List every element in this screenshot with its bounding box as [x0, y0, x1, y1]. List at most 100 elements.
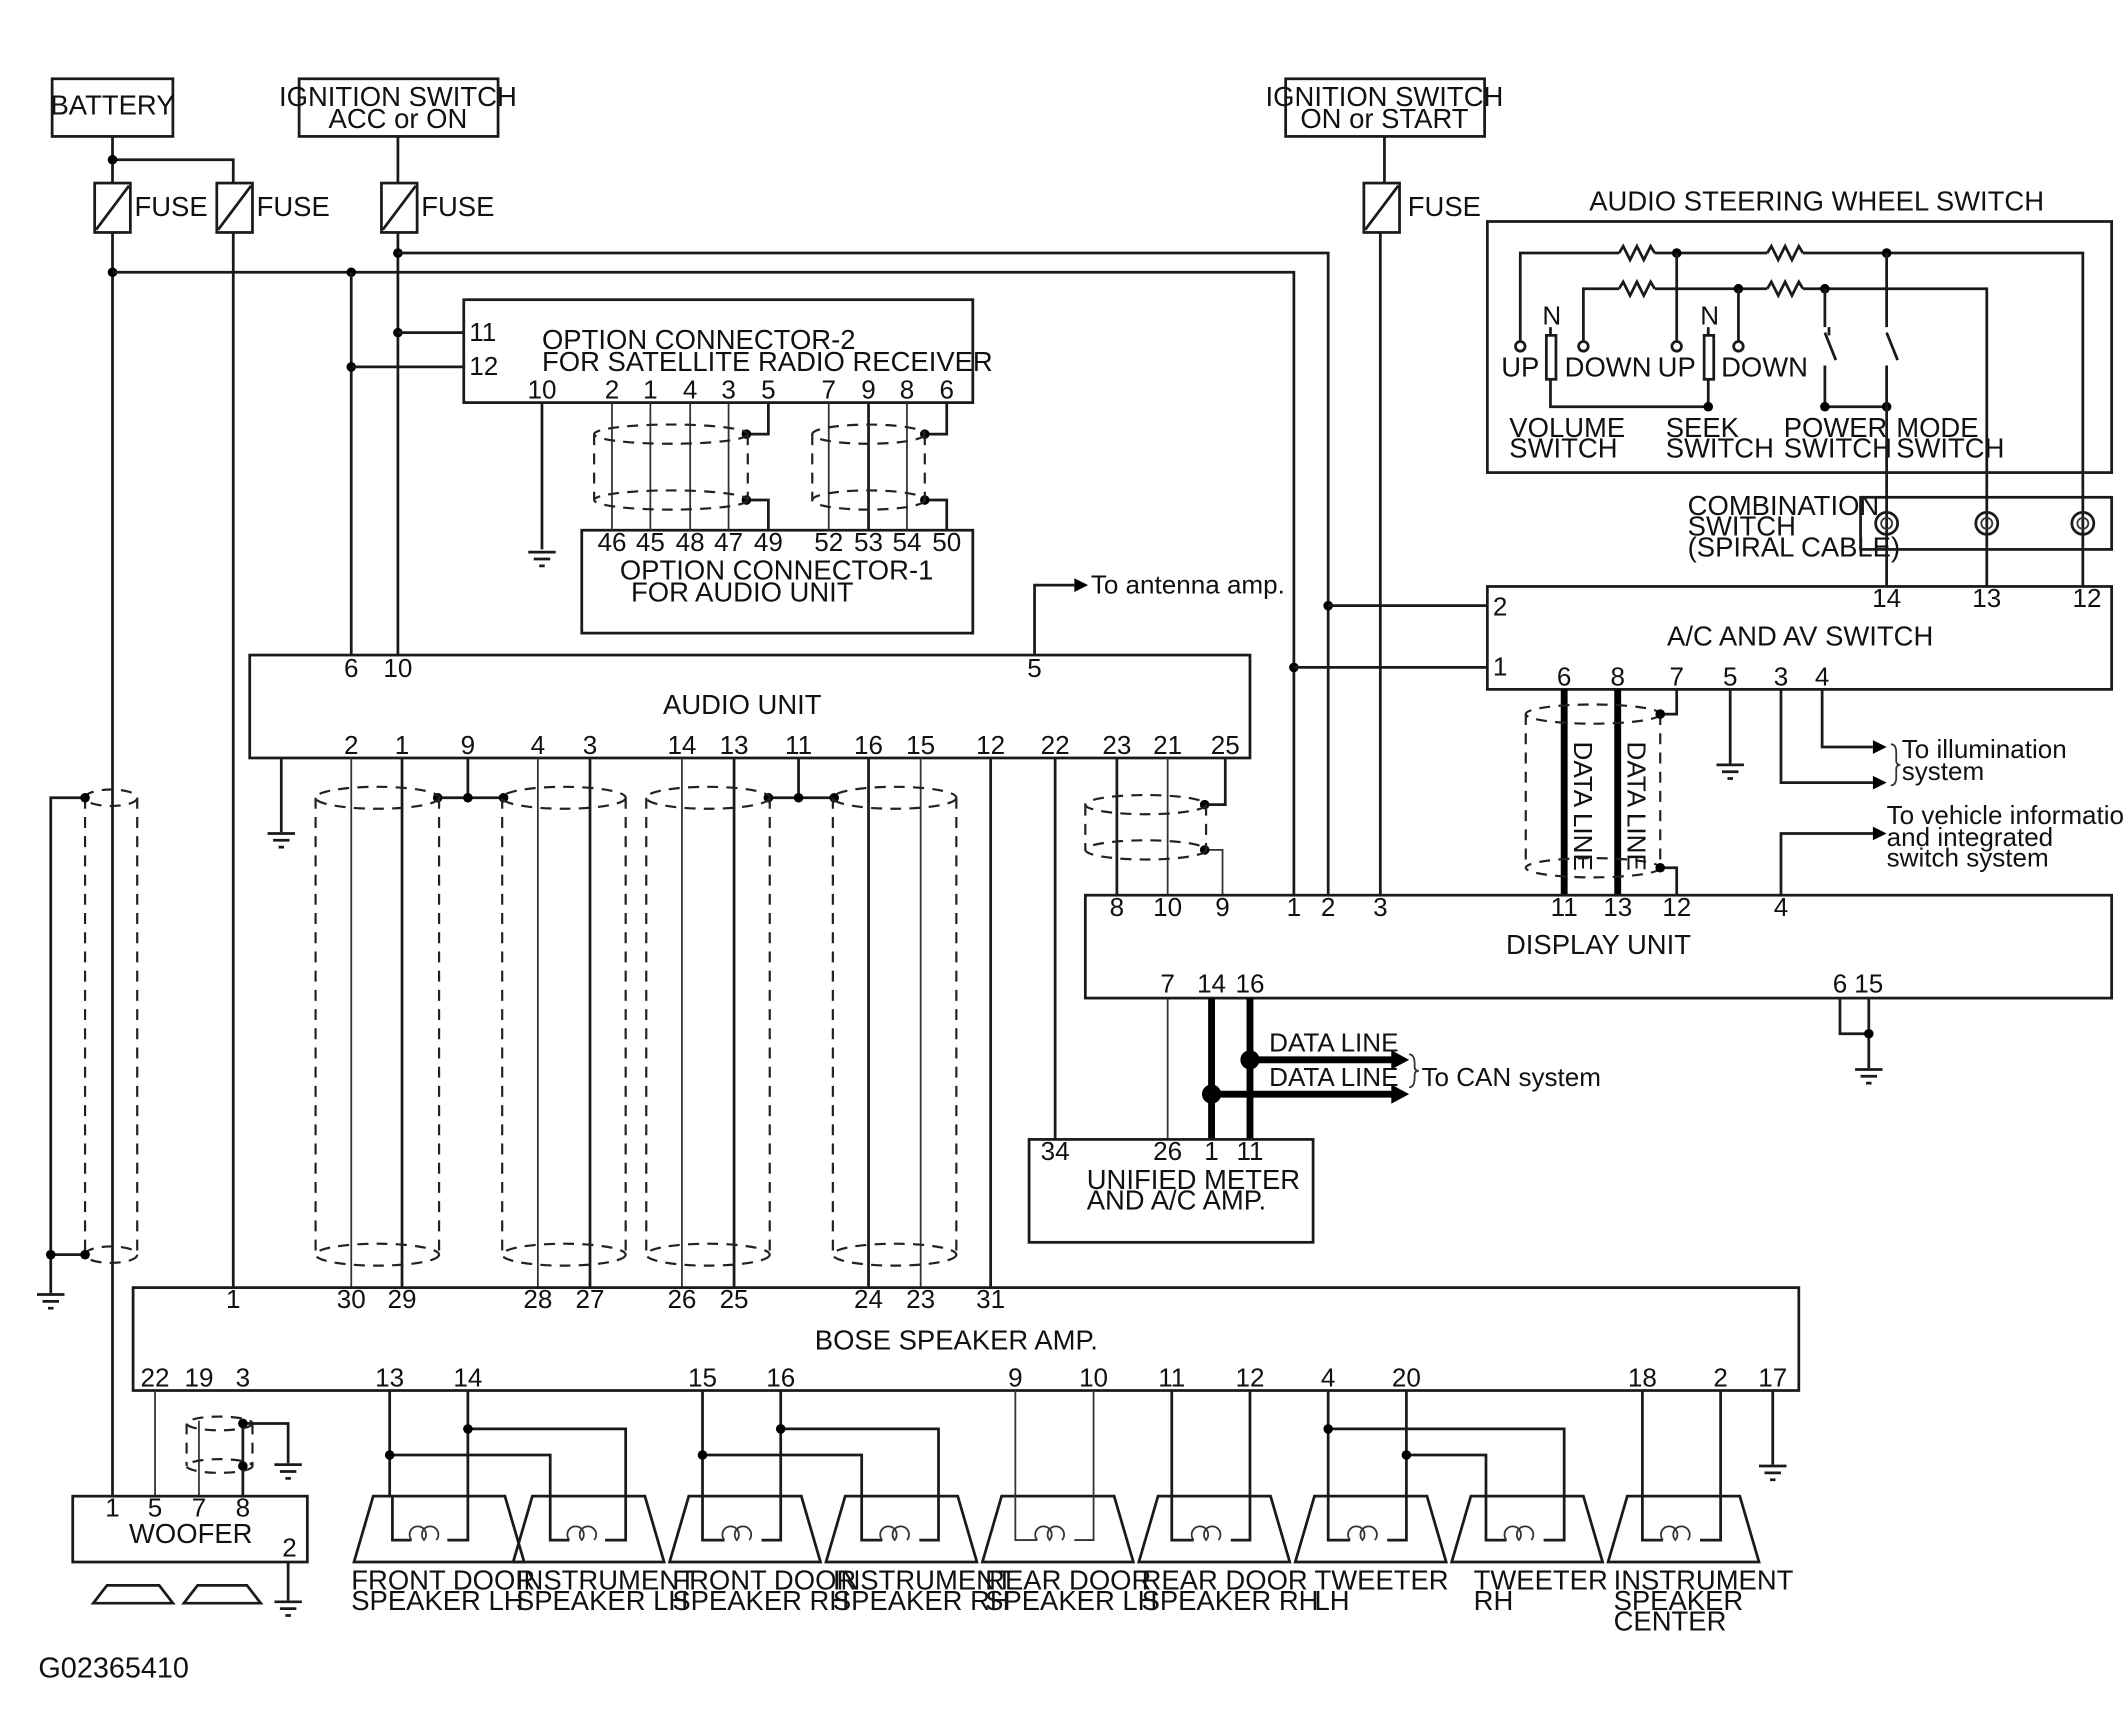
acav-pin-6: 6 [1557, 661, 1572, 691]
can-data-line-2: DATA LINE [1269, 1062, 1398, 1092]
du-pin-4: 4 [1774, 892, 1789, 922]
au-pin-10: 10 [383, 653, 412, 683]
oc1-pin-48: 48 [676, 527, 705, 557]
amp-pin-10: 10 [1079, 1362, 1108, 1392]
combination-switch-label-2: SWITCH [1688, 511, 1796, 542]
speaker-rear-door-rh-line2: SPEAKER RH [1142, 1585, 1319, 1616]
audio-to-amp-wires [37, 757, 1227, 1310]
speaker-front-door-lh-line2: SPEAKER LH [351, 1585, 523, 1616]
illumination-note-2: system [1902, 756, 1984, 786]
volume-down: DOWN [1565, 352, 1652, 383]
oc1-pin-54: 54 [892, 527, 921, 557]
speaker-tweeter-rh-line2: RH [1474, 1585, 1514, 1616]
amp-pin-25: 25 [720, 1284, 749, 1314]
au-pin-4: 4 [531, 730, 546, 760]
oc2-pin-11: 11 [469, 317, 496, 347]
du-pin-8: 8 [1110, 892, 1125, 922]
amp-pin-19: 19 [184, 1362, 213, 1392]
mode-switch-label-1: MODE [1896, 412, 1978, 443]
acav-pin-13: 13 [1972, 583, 2001, 613]
shield-audio-2 [501, 785, 627, 1267]
vehicle-info-note-3: switch system [1887, 842, 2049, 872]
speaker-instrument-lh-line1: INSTRUMENT [516, 1564, 696, 1595]
seek-down: DOWN [1721, 352, 1808, 383]
seek-switch-label-1: SEEK [1666, 412, 1739, 443]
display-unit: DISPLAY UNIT 8 10 9 1 2 3 11 13 12 4 7 1… [1083, 892, 2114, 1085]
du-pin-13: 13 [1603, 892, 1632, 922]
woofer-pin-2: 2 [282, 1533, 297, 1563]
au-pin-23: 23 [1102, 730, 1131, 760]
shield-audio-3 [645, 785, 771, 1267]
amp-pin-22: 22 [141, 1362, 170, 1392]
option-connector-1-label-1: OPTION CONNECTOR-1 [620, 555, 934, 586]
can-unified-meter: DATA LINE DATA LINE To CAN system 34 26 … [1027, 998, 1601, 1244]
amp-pin-16: 16 [766, 1362, 795, 1392]
acav-pin-8: 8 [1610, 661, 1624, 691]
can-data-line-1: DATA LINE [1269, 1028, 1398, 1058]
amp-pin-1: 1 [226, 1284, 241, 1314]
oc2-pin-4: 4 [683, 374, 698, 404]
du-pin-9: 9 [1215, 892, 1230, 922]
oc1-pin-52: 52 [814, 527, 843, 557]
acav-pin-12: 12 [2072, 583, 2101, 613]
combination-switch: COMBINATION SWITCH (SPIRAL CABLE) [1688, 490, 2114, 587]
au-pin-9: 9 [461, 730, 476, 760]
woofer-speaker-icon [90, 1583, 264, 1605]
shield-audio-1 [314, 785, 441, 1267]
ignition-on-start-box: IGNITION SWITCH ON or START [1266, 77, 1504, 138]
vehicle-info-note-1: To vehicle information [1887, 800, 2124, 830]
speakers: FRONT DOOR SPEAKER LH INSTRUMENT SPEAKER… [351, 1390, 1794, 1637]
power-switch-label-1: POWER [1784, 412, 1888, 443]
steering-wheel-switch: AUDIO STEERING WHEEL SWITCH N UP DOWN VO… [1485, 186, 2114, 550]
acav-pin-14: 14 [1872, 583, 1901, 613]
speaker-rear-door-lh: REAR DOOR SPEAKER LH [980, 1390, 1157, 1616]
shield-audio-4 [831, 785, 958, 1267]
option-connector-2-label-1: OPTION CONNECTOR-2 [542, 324, 856, 355]
volume-switch-label-2: SWITCH [1509, 432, 1617, 463]
au-pin-25: 25 [1211, 730, 1240, 760]
acav-pin-1: 1 [1493, 652, 1508, 682]
diagram-id: G02365410 [38, 1652, 189, 1684]
ac-av-switch: A/C AND AV SWITCH 14 13 12 2 1 6 8 7 5 3… [1485, 583, 2124, 896]
mode-switch-label-2: SWITCH [1896, 432, 2004, 463]
ignition-acc-on-box: IGNITION SWITCH ACC or ON [279, 77, 517, 138]
au-pin-16: 16 [854, 730, 883, 760]
speaker-front-door-lh-line1: FRONT DOOR [351, 1564, 535, 1595]
amp-pin-24: 24 [854, 1284, 883, 1314]
fuse-2-label: FUSE [257, 191, 330, 222]
volume-switch-label-1: VOLUME [1509, 412, 1625, 443]
display-unit-label: DISPLAY UNIT [1506, 929, 1691, 960]
speaker-rear-door-rh-line1: REAR DOOR [1142, 1564, 1308, 1595]
woofer-label: WOOFER [129, 1518, 252, 1549]
woofer-pin-7: 7 [192, 1493, 207, 1523]
seek-up: UP [1658, 352, 1696, 383]
ignition-on-start-line1: IGNITION SWITCH [1266, 81, 1504, 112]
acav-pin-5: 5 [1723, 661, 1738, 691]
amp-pin-18: 18 [1628, 1362, 1657, 1392]
combination-switch-label-3: (SPIRAL CABLE) [1688, 531, 1900, 562]
speaker-instrument-rh: INSTRUMENT SPEAKER RH [824, 1494, 1013, 1616]
battery-box: BATTERY [51, 77, 175, 138]
bose-amp-label: BOSE SPEAKER AMP. [815, 1324, 1098, 1355]
au-pin-15: 15 [906, 730, 935, 760]
acav-pin-7: 7 [1669, 661, 1683, 691]
unified-meter-label-2: AND A/C AMP. [1087, 1184, 1266, 1215]
speaker-front-door-rh: FRONT DOOR SPEAKER RH [667, 1494, 856, 1616]
woofer-pin-8: 8 [236, 1493, 251, 1523]
au-pin-3: 3 [583, 730, 598, 760]
au-pin-13: 13 [720, 730, 749, 760]
woofer: 1 5 7 8 WOOFER 2 [71, 1390, 309, 1617]
ignition-on-start-line2: ON or START [1300, 103, 1468, 134]
antenna-note: To antenna amp. [1091, 569, 1285, 599]
oc1-pin-46: 46 [597, 527, 626, 557]
option-connector-2-label-2: FOR SATELLITE RADIO RECEIVER [542, 346, 993, 377]
au-pin-11: 11 [785, 730, 812, 760]
unified-meter-label-1: UNIFIED METER [1087, 1164, 1300, 1195]
du-pin-14: 14 [1197, 969, 1226, 999]
speaker-rear-door-lh-line1: REAR DOOR [985, 1564, 1151, 1595]
speaker-tweeter-lh-line1: TWEETER [1314, 1564, 1448, 1595]
du-pin-6: 6 [1833, 969, 1848, 999]
speaker-instrument-rh-line1: INSTRUMENT [833, 1564, 1013, 1595]
speaker-instrument-rh-line2: SPEAKER RH [833, 1585, 1010, 1616]
